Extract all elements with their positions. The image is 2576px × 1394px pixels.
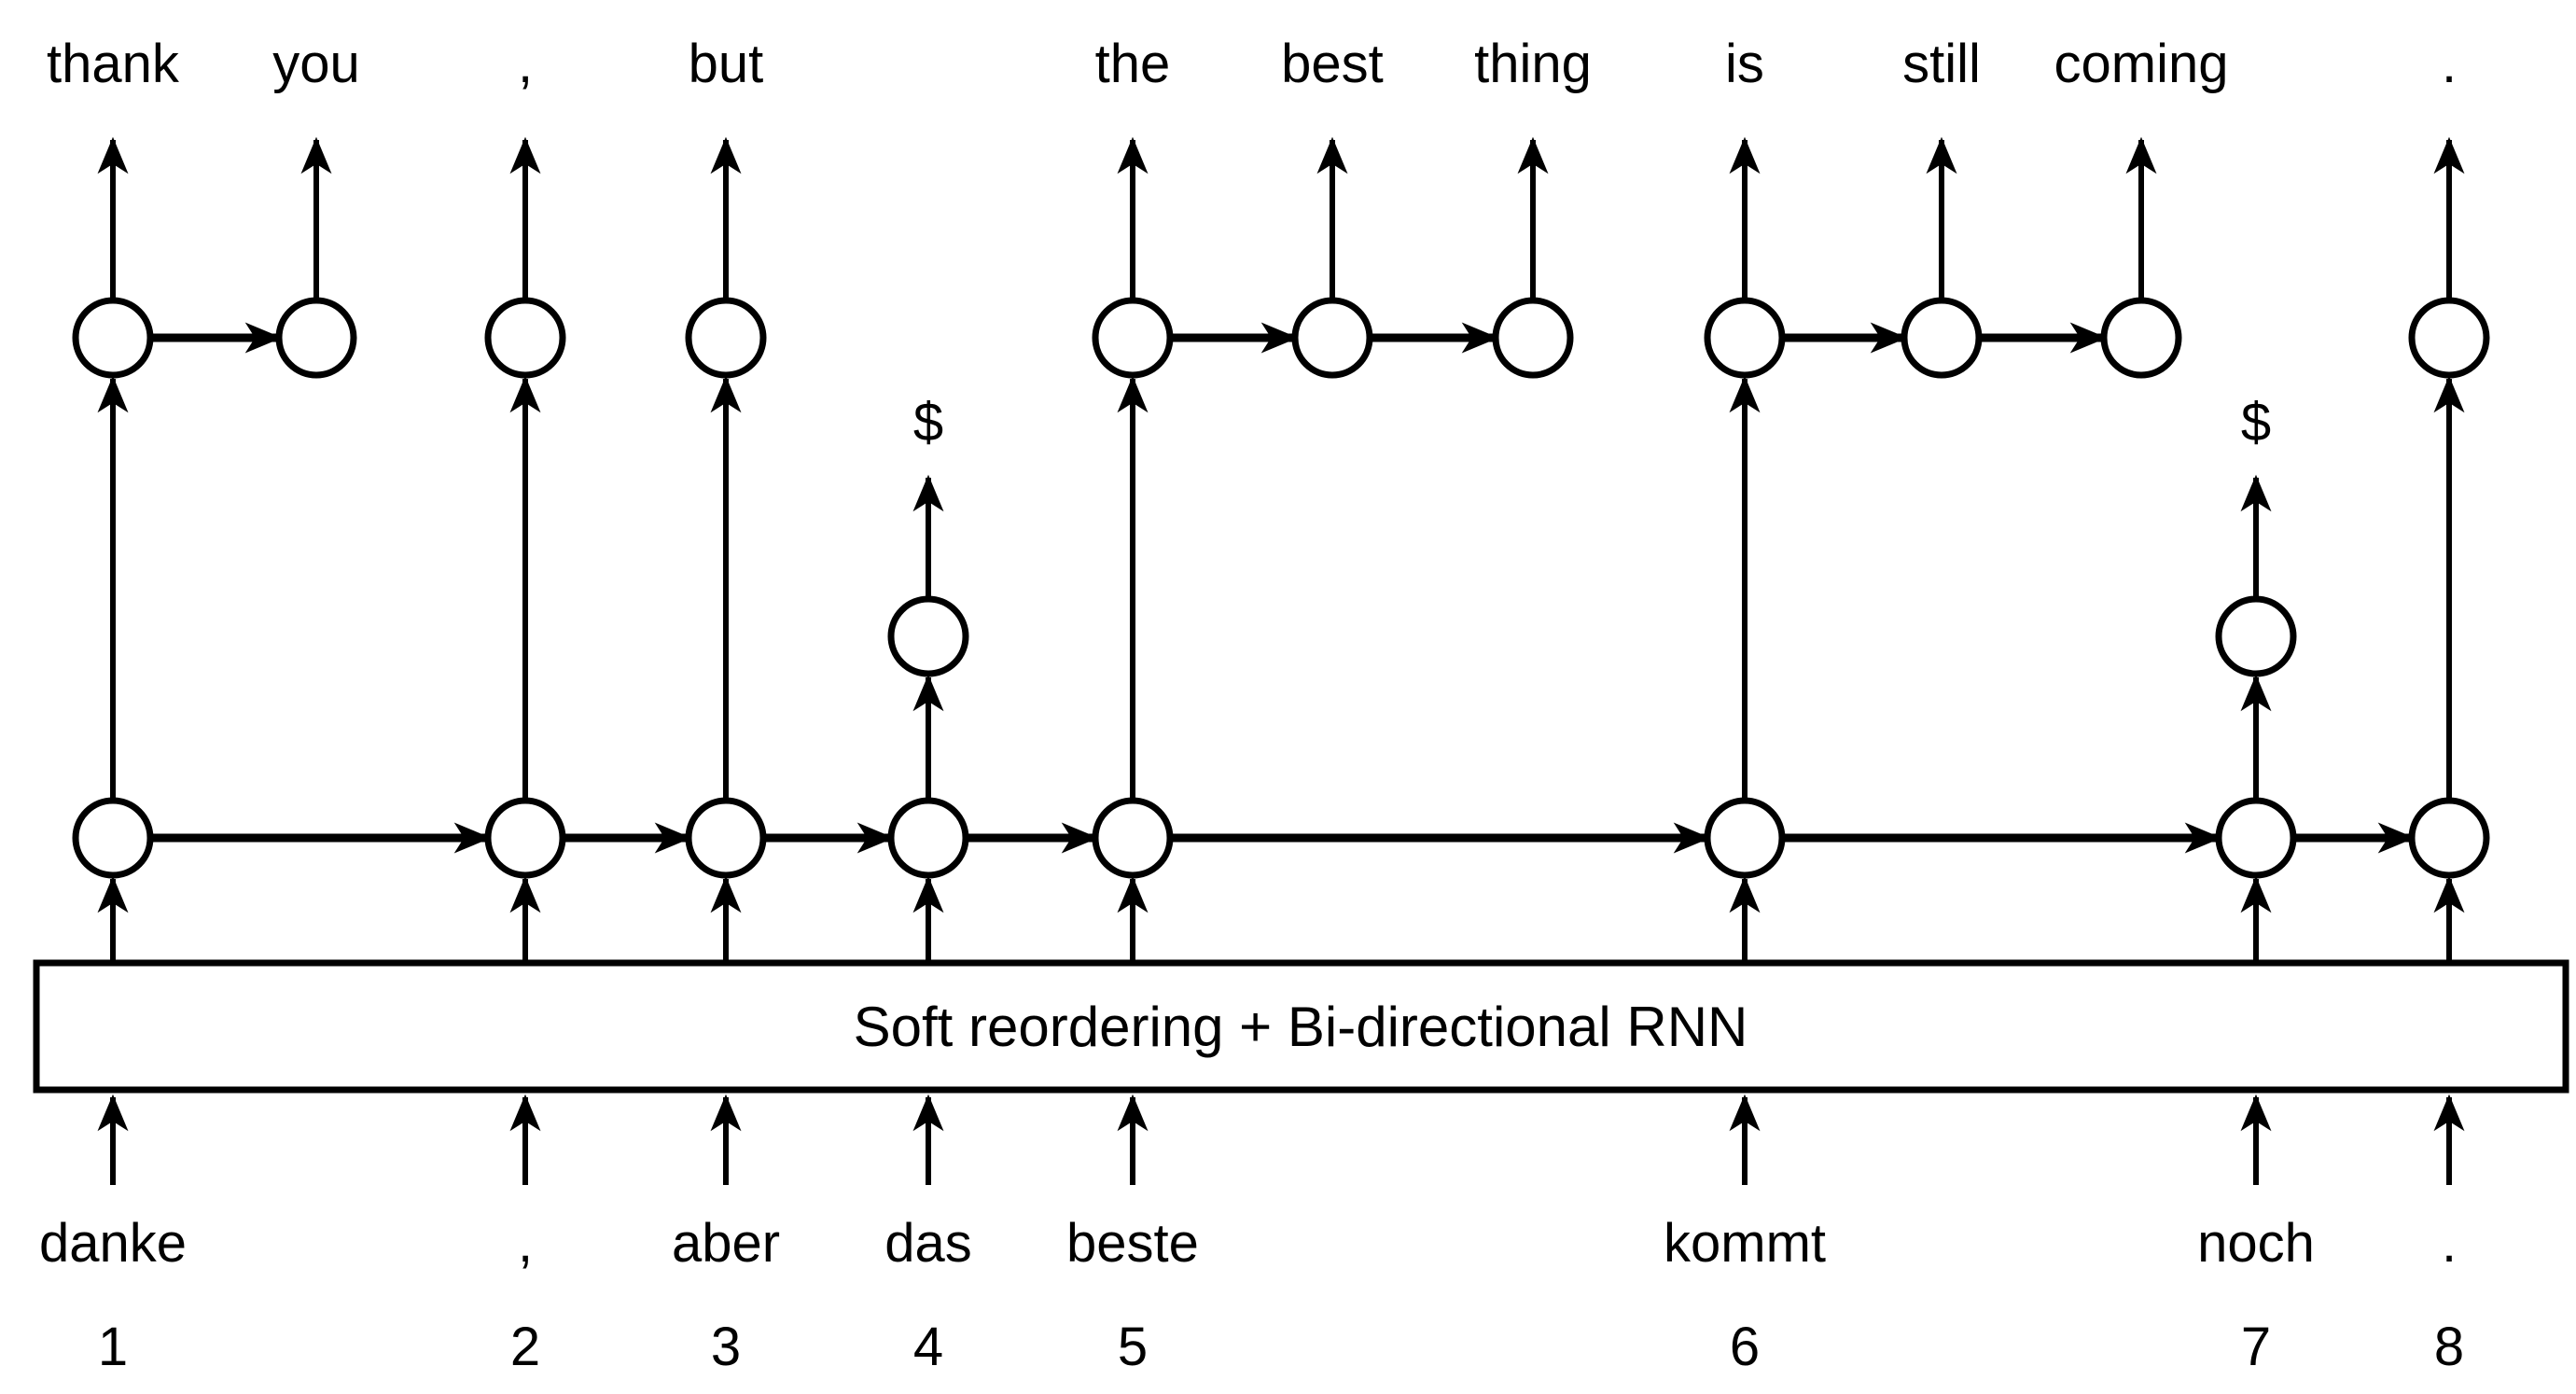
source-word: . (2442, 1213, 2457, 1274)
source-word: noch (2197, 1213, 2315, 1274)
source-index: 1 (98, 1317, 128, 1377)
encoder-state-node (484, 797, 566, 879)
encoder-state-node (1704, 797, 1786, 879)
segment-end-marker: $ (913, 392, 943, 453)
encoder-state-node (2408, 797, 2490, 879)
source-word: kommt (1664, 1213, 1826, 1274)
source-index: 4 (913, 1317, 943, 1377)
segment-end-marker: $ (2241, 392, 2271, 453)
reordering-box-rect (33, 959, 2569, 1094)
source-word: danke (39, 1213, 187, 1274)
decoder-state-node (1704, 297, 1786, 379)
decoder-state-node (685, 297, 767, 379)
decoder-state-node (1492, 297, 1574, 379)
output-arrows (97, 136, 2465, 300)
segment-end-node (887, 595, 969, 677)
decoder-state-node (1291, 297, 1373, 379)
decoder-state-node (484, 297, 566, 379)
encoder-row (72, 797, 2490, 879)
target-word: you (272, 34, 360, 94)
encoder-state-node (887, 797, 969, 879)
reordering-box: Soft reordering + Bi-directional RNN (33, 959, 2569, 1094)
target-word: coming (2054, 34, 2229, 94)
source-index: 8 (2434, 1317, 2464, 1377)
target-word: still (1902, 34, 1981, 94)
source-input-arrows (97, 1094, 2465, 1185)
target-words: thank you , but the best thing is still … (47, 34, 2457, 94)
source-word: das (884, 1213, 972, 1274)
decoder-state-node (2408, 297, 2490, 379)
encoder-state-node (1092, 797, 1174, 879)
target-word: , (518, 34, 533, 94)
source-index: 2 (510, 1317, 540, 1377)
segment-end-columns: $ $ (887, 392, 2297, 801)
encoder-state-node (72, 797, 154, 879)
source-index: 5 (1118, 1317, 1148, 1377)
decoder-state-node (1901, 297, 1983, 379)
target-word: . (2442, 34, 2457, 94)
encoder-state-node (685, 797, 767, 879)
decoder-input-arrows (97, 375, 2465, 801)
source-indices: 1 2 3 4 5 6 7 8 (98, 1317, 2464, 1377)
source-index: 7 (2241, 1317, 2271, 1377)
target-word: thing (1474, 34, 1592, 94)
target-word: but (689, 34, 764, 94)
decoder-state-node (72, 297, 154, 379)
segment-end-node (2215, 595, 2297, 677)
source-words: danke , aber das beste kommt noch . (39, 1213, 2457, 1274)
decoder-state-node (1092, 297, 1174, 379)
source-index: 6 (1730, 1317, 1760, 1377)
target-word: is (1725, 34, 1764, 94)
reordering-box-label: Soft reordering + Bi-directional RNN (854, 996, 1748, 1058)
target-word: thank (47, 34, 180, 94)
decoder-row (72, 297, 2490, 379)
source-word: beste (1066, 1213, 1199, 1274)
source-word: , (518, 1213, 533, 1274)
decoder-state-node (2100, 297, 2182, 379)
decoder-state-node (275, 297, 357, 379)
target-word: the (1095, 34, 1171, 94)
source-index: 3 (711, 1317, 741, 1377)
box-output-arrows (97, 875, 2465, 963)
source-word: aber (672, 1213, 780, 1274)
encoder-state-node (2215, 797, 2297, 879)
target-word: best (1281, 34, 1384, 94)
